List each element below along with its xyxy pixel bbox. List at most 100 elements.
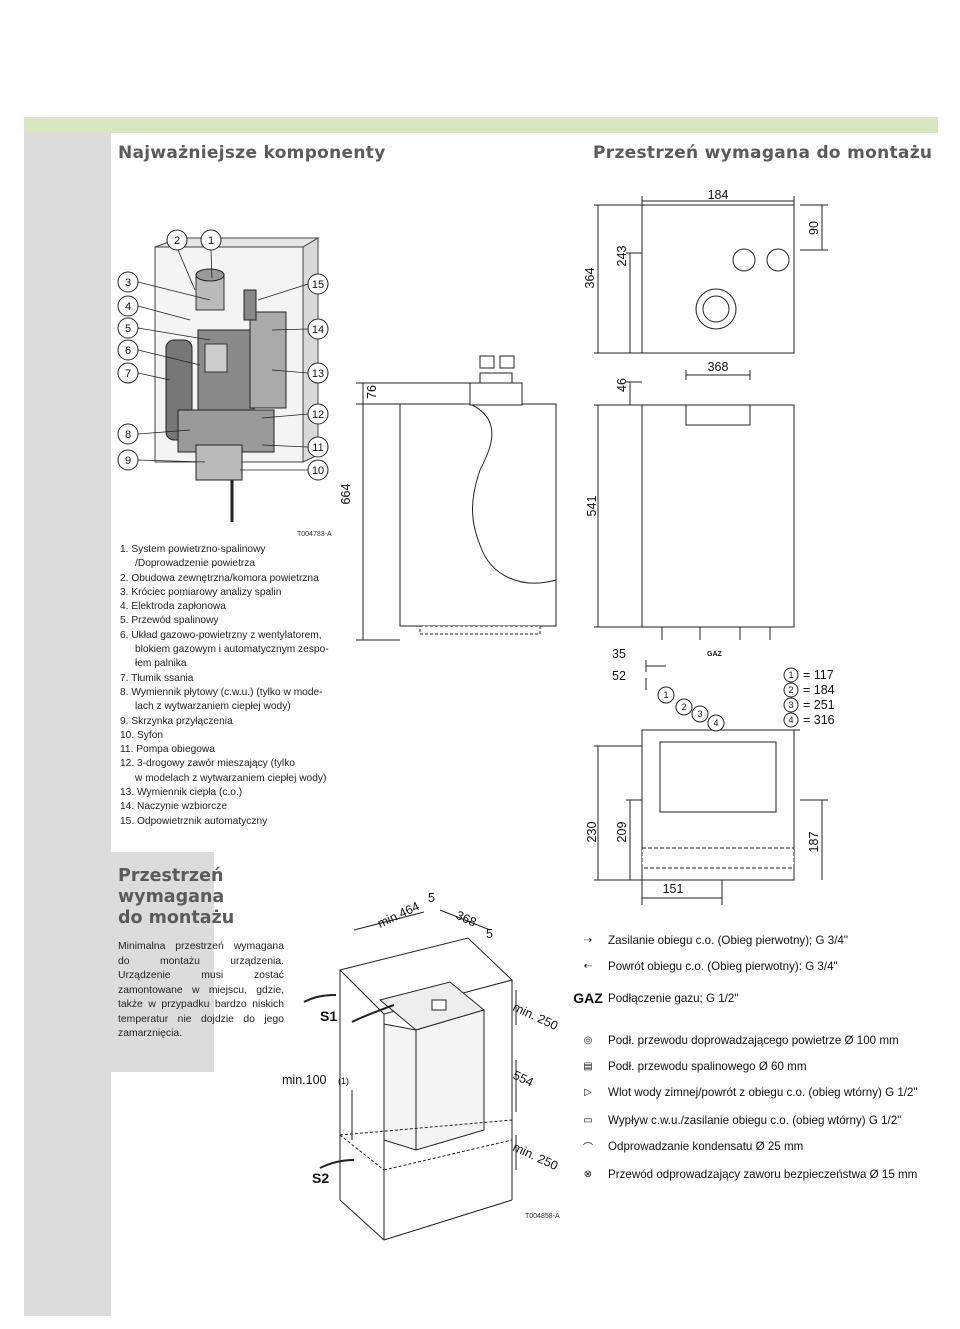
space-label: min.464 [375, 899, 421, 931]
callout-number: 4 [125, 301, 131, 313]
list-item: 13. Wymiennik ciepła (c.o.) [120, 787, 243, 799]
legend-row: ⊗ Przewód odprowadzający zaworu bezpiecz… [572, 1162, 918, 1186]
side-view [356, 355, 557, 641]
list-item: /Doprowadzenie powietrza [135, 558, 256, 570]
list-item: 14. Naczynie wzbiorcze [120, 801, 228, 813]
hot-water-outlet-icon: ▭ [583, 1114, 593, 1126]
dimension-label: 541 [585, 496, 599, 517]
space-label: S1 [320, 1008, 337, 1024]
header-band [24, 117, 938, 133]
side-title-line: do montażu [118, 908, 235, 928]
cold-water-inlet-icon: ▷ [584, 1086, 592, 1098]
connection-number: 4 [788, 715, 793, 725]
connection-value: = 251 [803, 698, 835, 712]
connection-values: = 117 = 184 = 251 = 316 [803, 668, 835, 727]
list-item: 8. Wymiennik płytowy (c.w.u.) (tylko w m… [120, 686, 323, 698]
connection-numbers: 1 2 3 4 1 2 3 4 [663, 670, 793, 728]
connection-value: = 184 [803, 683, 835, 697]
side-title-line: Przestrzeń [118, 866, 224, 886]
list-item: 12. 3-drogowy zawór mieszający (tylko [120, 758, 295, 770]
list-item: 6. Układ gazowo-powietrzny z wentylatore… [120, 629, 322, 641]
connection-value: = 316 [803, 713, 835, 727]
list-item: 10. Syfon [120, 729, 164, 741]
heating-return-icon: ⇠ [583, 960, 593, 972]
section-title-components: Najważniejsze komponenty [118, 143, 386, 163]
dimension-label: 187 [807, 832, 821, 853]
condensate-drain-icon: ⌒ [583, 1142, 593, 1154]
dimension-label: 243 [615, 246, 629, 267]
callout-number: 7 [125, 368, 131, 380]
space-label: 554 [511, 1068, 536, 1090]
flue-icon [499, 355, 515, 369]
dimension-label: 230 [585, 822, 599, 843]
callout-number: 12 [312, 409, 324, 421]
callout-circles-right [307, 273, 329, 481]
air-supply-icon: ◎ [583, 1034, 593, 1046]
callout-number: 13 [312, 368, 324, 380]
space-label: 5 [486, 927, 493, 941]
flue-pipe-icon: ▤ [583, 1060, 593, 1072]
side-panel-background [24, 852, 214, 1072]
legend-row: ◎ Podł. przewodu doprowadzającego powiet… [572, 1028, 899, 1052]
dimension-label: 368 [708, 360, 729, 374]
dimension-label: 209 [615, 822, 629, 843]
section-title-space: Przestrzeń wymagana do montażu [593, 143, 933, 163]
dimension-label: 52 [612, 669, 626, 683]
dimension-label: 90 [807, 221, 821, 235]
safety-valve-icon: ⊗ [583, 1168, 593, 1180]
top-view [594, 196, 828, 354]
margin-column [24, 132, 111, 1316]
figure-code: T004783-A [297, 531, 332, 538]
callout-circles-left [117, 271, 139, 471]
space-label: 368 [454, 908, 479, 930]
callout-number: 8 [125, 429, 131, 441]
connection-labels [783, 667, 799, 728]
list-item: blokiem gazowym i automatycznym zespo- [135, 644, 329, 656]
space-label: 5 [428, 891, 435, 905]
gas-label: GAZ [707, 651, 723, 658]
connection-number: 3 [788, 700, 793, 710]
connection-number: 1 [788, 670, 793, 680]
callout-number: 15 [312, 279, 324, 291]
dimension-label: 76 [365, 385, 379, 399]
legend-row: ▤ Podł. przewodu spalinowego Ø 60 mm [572, 1054, 806, 1078]
list-item: lach z wytwarzaniem ciepłej wody) [135, 701, 291, 713]
callout-circles-top [166, 229, 222, 251]
dimension-texts: 184 90 364 243 368 46 76 664 541 35 52 2… [339, 188, 821, 896]
gas-icon: GAZ [573, 990, 603, 1006]
callout-number: 14 [312, 324, 324, 336]
dimension-label: 35 [612, 647, 626, 661]
list-item: 7. Tłumik ssania [120, 672, 194, 684]
space-label: min.100 [282, 1073, 327, 1087]
list-item: 4. Elektroda zapłonowa [120, 601, 226, 613]
legend-row: ▭ Wypływ c.w.u./zasilanie obiegu c.o. (o… [572, 1108, 901, 1132]
dimension-label: 46 [615, 378, 629, 392]
connection-number: 1 [663, 690, 668, 700]
connection-number: 4 [713, 718, 718, 728]
callout-number: 6 [125, 345, 131, 357]
list-item: 15. Odpowietrznik automatyczny [120, 815, 268, 827]
callout-number: 2 [174, 235, 180, 247]
dimension-label: 364 [583, 268, 597, 289]
space-label: min. 250 [511, 1140, 560, 1173]
callout-number: 9 [125, 455, 131, 467]
side-title: Przestrzeń wymagana do montażu [118, 866, 234, 929]
connection-number: 3 [697, 709, 702, 719]
list-item: 1. System powietrzno-spalinowy [120, 544, 266, 555]
callout-numbers: 3 4 5 6 7 8 9 2 1 15 14 13 12 11 10 [125, 235, 324, 477]
heating-flow-icon: ⇢ [583, 934, 593, 946]
dimension-label: 151 [663, 882, 684, 896]
list-item: 11. Pompa obiegowa [120, 744, 215, 756]
isometric-space-drawing [303, 909, 517, 1241]
callout-leaders [137, 249, 309, 471]
legend-row: ⇠ Powrót obiegu c.o. (Obieg pierwotny): … [572, 954, 838, 978]
legend-row: GAZ Podłączenie gazu; G 1/2" [573, 990, 739, 1006]
callout-number: 5 [125, 323, 131, 335]
callout-number: 10 [312, 465, 324, 477]
list-item: 9. Skrzynka przyłączenia [120, 715, 233, 727]
list-item: łem palnika [135, 658, 187, 670]
connection-value: = 117 [803, 668, 834, 682]
dimension-label: 664 [339, 484, 353, 505]
legend-row: ⇢ Zasilanie obiegu c.o. (Obieg pierwotny… [572, 928, 848, 952]
legend-row: ⌒ Odprowadzanie kondensatu Ø 25 mm [572, 1134, 803, 1158]
